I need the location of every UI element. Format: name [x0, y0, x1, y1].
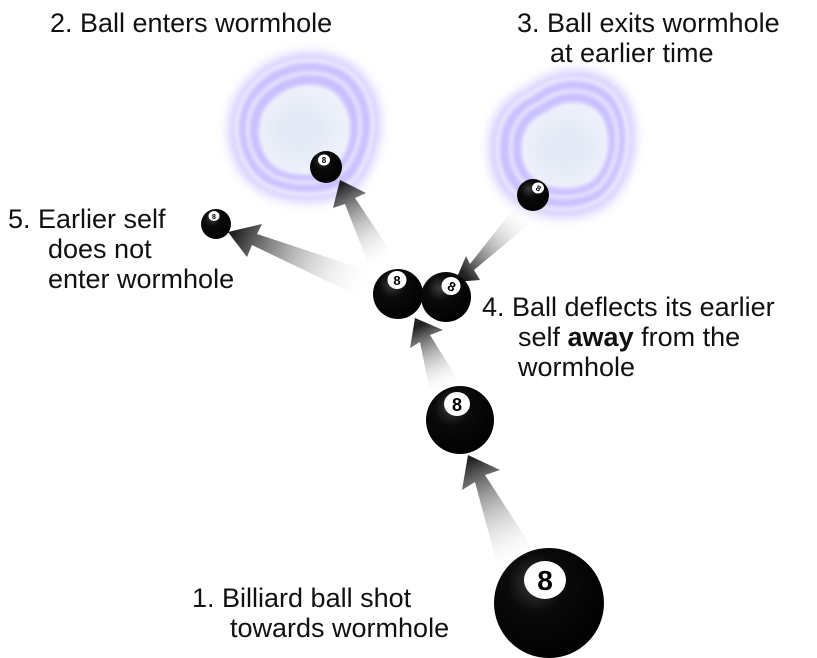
ball-number: 8: [537, 565, 553, 596]
step-1-line-1: 1. Billiard ball shot: [192, 583, 412, 613]
ball-number: 8: [393, 273, 400, 288]
step-5-line-1: 5. Earlier self: [8, 204, 166, 234]
step-4-line-2: self away from the: [482, 322, 775, 352]
arrow-to-collision: [410, 318, 460, 392]
step-4-line-3: wormhole: [518, 352, 636, 382]
billiard-ball-later-self-collision: 8: [421, 272, 471, 322]
billiard-ball-exiting-wormhole: 8: [517, 179, 549, 211]
step-1-line-2: towards wormhole: [230, 613, 450, 643]
step-5-line-2: does not: [48, 234, 152, 264]
ball-number: 8: [452, 395, 462, 415]
billiard-ball-earlier-self-collision: 8: [373, 269, 423, 319]
wormhole-exit: [490, 71, 634, 217]
step-3-line-1: 3. Ball exits wormhole: [517, 8, 780, 38]
step-4-label: 4. Ball deflects its earlier self away f…: [482, 292, 775, 382]
billiard-ball-deflected: 8: [201, 209, 231, 239]
step-4-line-2-pre: self: [518, 322, 568, 352]
ball-number: 8: [212, 214, 216, 221]
step-2-label: 2. Ball enters wormhole: [50, 8, 332, 38]
arrow-from-wormhole: [455, 198, 540, 282]
arrow-deflected: [228, 224, 372, 298]
arrow-shot: [462, 455, 540, 575]
step-5-label: 5. Earlier self does not enter wormhole: [8, 204, 234, 294]
billiard-ball-entering-wormhole: 8: [310, 151, 342, 183]
step-4-line-2-emphasis: away: [567, 322, 634, 352]
step-5-line-3: enter wormhole: [48, 264, 235, 294]
step-1-label: 1. Billiard ball shot towards wormhole: [192, 583, 449, 643]
billiard-ball-start: 8: [494, 548, 604, 658]
wormhole-entrance: [229, 54, 380, 201]
ball-number: 8: [534, 184, 543, 194]
step-4-line-1: 4. Ball deflects its earlier: [482, 292, 775, 322]
step-4-line-2-post: from the: [633, 322, 741, 352]
step-2-line-1: 2. Ball enters wormhole: [50, 8, 333, 38]
billiard-ball-approach: 8: [426, 386, 494, 454]
arrow-into-wormhole: [333, 180, 395, 268]
step-3-label: 3. Ball exits wormhole at earlier time: [517, 8, 780, 68]
step-3-line-2: at earlier time: [550, 38, 714, 68]
ball-number: 8: [322, 156, 327, 165]
